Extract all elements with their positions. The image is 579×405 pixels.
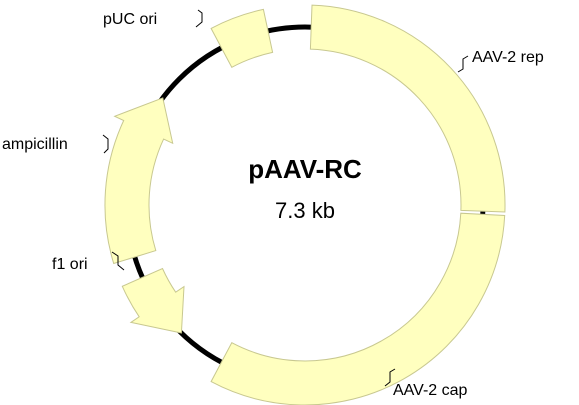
f1-ori-segment xyxy=(121,267,185,334)
aav2-rep-leader xyxy=(457,55,469,73)
aav2-cap-label: AAV-2 cap xyxy=(393,382,468,399)
aav2-cap-leader xyxy=(384,368,396,387)
ampicillin-label: ampicillin xyxy=(2,136,68,153)
ampicillin-leader xyxy=(102,134,109,154)
plasmid-name: pAAV-RC xyxy=(248,154,362,184)
f1-ori-label: f1 ori xyxy=(52,256,88,273)
ampicillin-segment xyxy=(104,97,174,265)
feature-layer xyxy=(104,4,506,405)
puc-ori-label: pUC ori xyxy=(103,11,157,28)
puc-ori-segment xyxy=(210,8,274,68)
puc-ori-leader xyxy=(195,9,203,28)
plasmid-size: 7.3 kb xyxy=(275,198,335,223)
aav2-rep-label: AAV-2 rep xyxy=(472,49,544,66)
aav2-cap-segment xyxy=(210,212,506,405)
f1-ori-leader xyxy=(111,251,125,271)
aav2-rep-segment xyxy=(309,4,506,213)
